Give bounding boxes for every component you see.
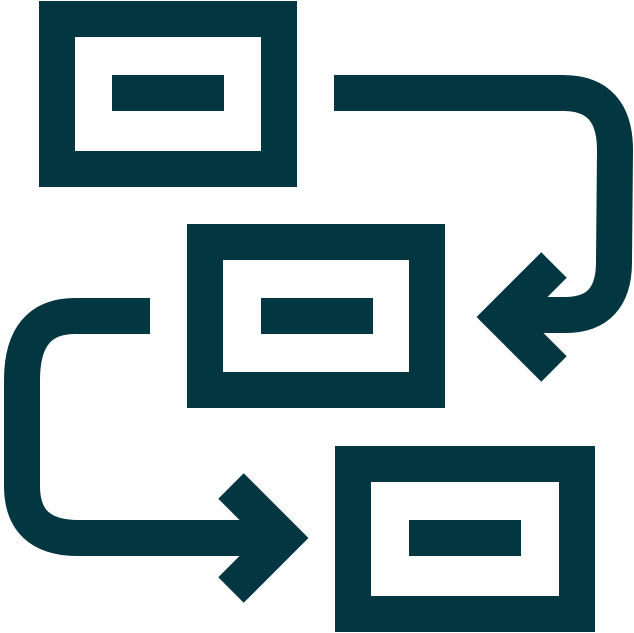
step-box-1-bar xyxy=(112,75,224,111)
step-box-2-bar xyxy=(261,298,373,334)
connector-arrow-2-to-3 xyxy=(3,298,309,603)
step-box-2-frame xyxy=(187,224,445,408)
connector-1-line xyxy=(334,75,634,333)
arrow-head-left-icon xyxy=(476,252,567,382)
step-box-2 xyxy=(187,224,445,408)
step-box-1-frame xyxy=(39,1,297,187)
connector-arrow-1-to-2 xyxy=(334,75,634,382)
step-box-3 xyxy=(335,446,595,632)
step-box-3-frame xyxy=(335,446,595,632)
arrow-head-right-icon xyxy=(218,473,309,603)
step-box-1 xyxy=(39,1,297,187)
step-box-3-bar xyxy=(409,520,521,556)
connector-2-line xyxy=(3,298,286,556)
